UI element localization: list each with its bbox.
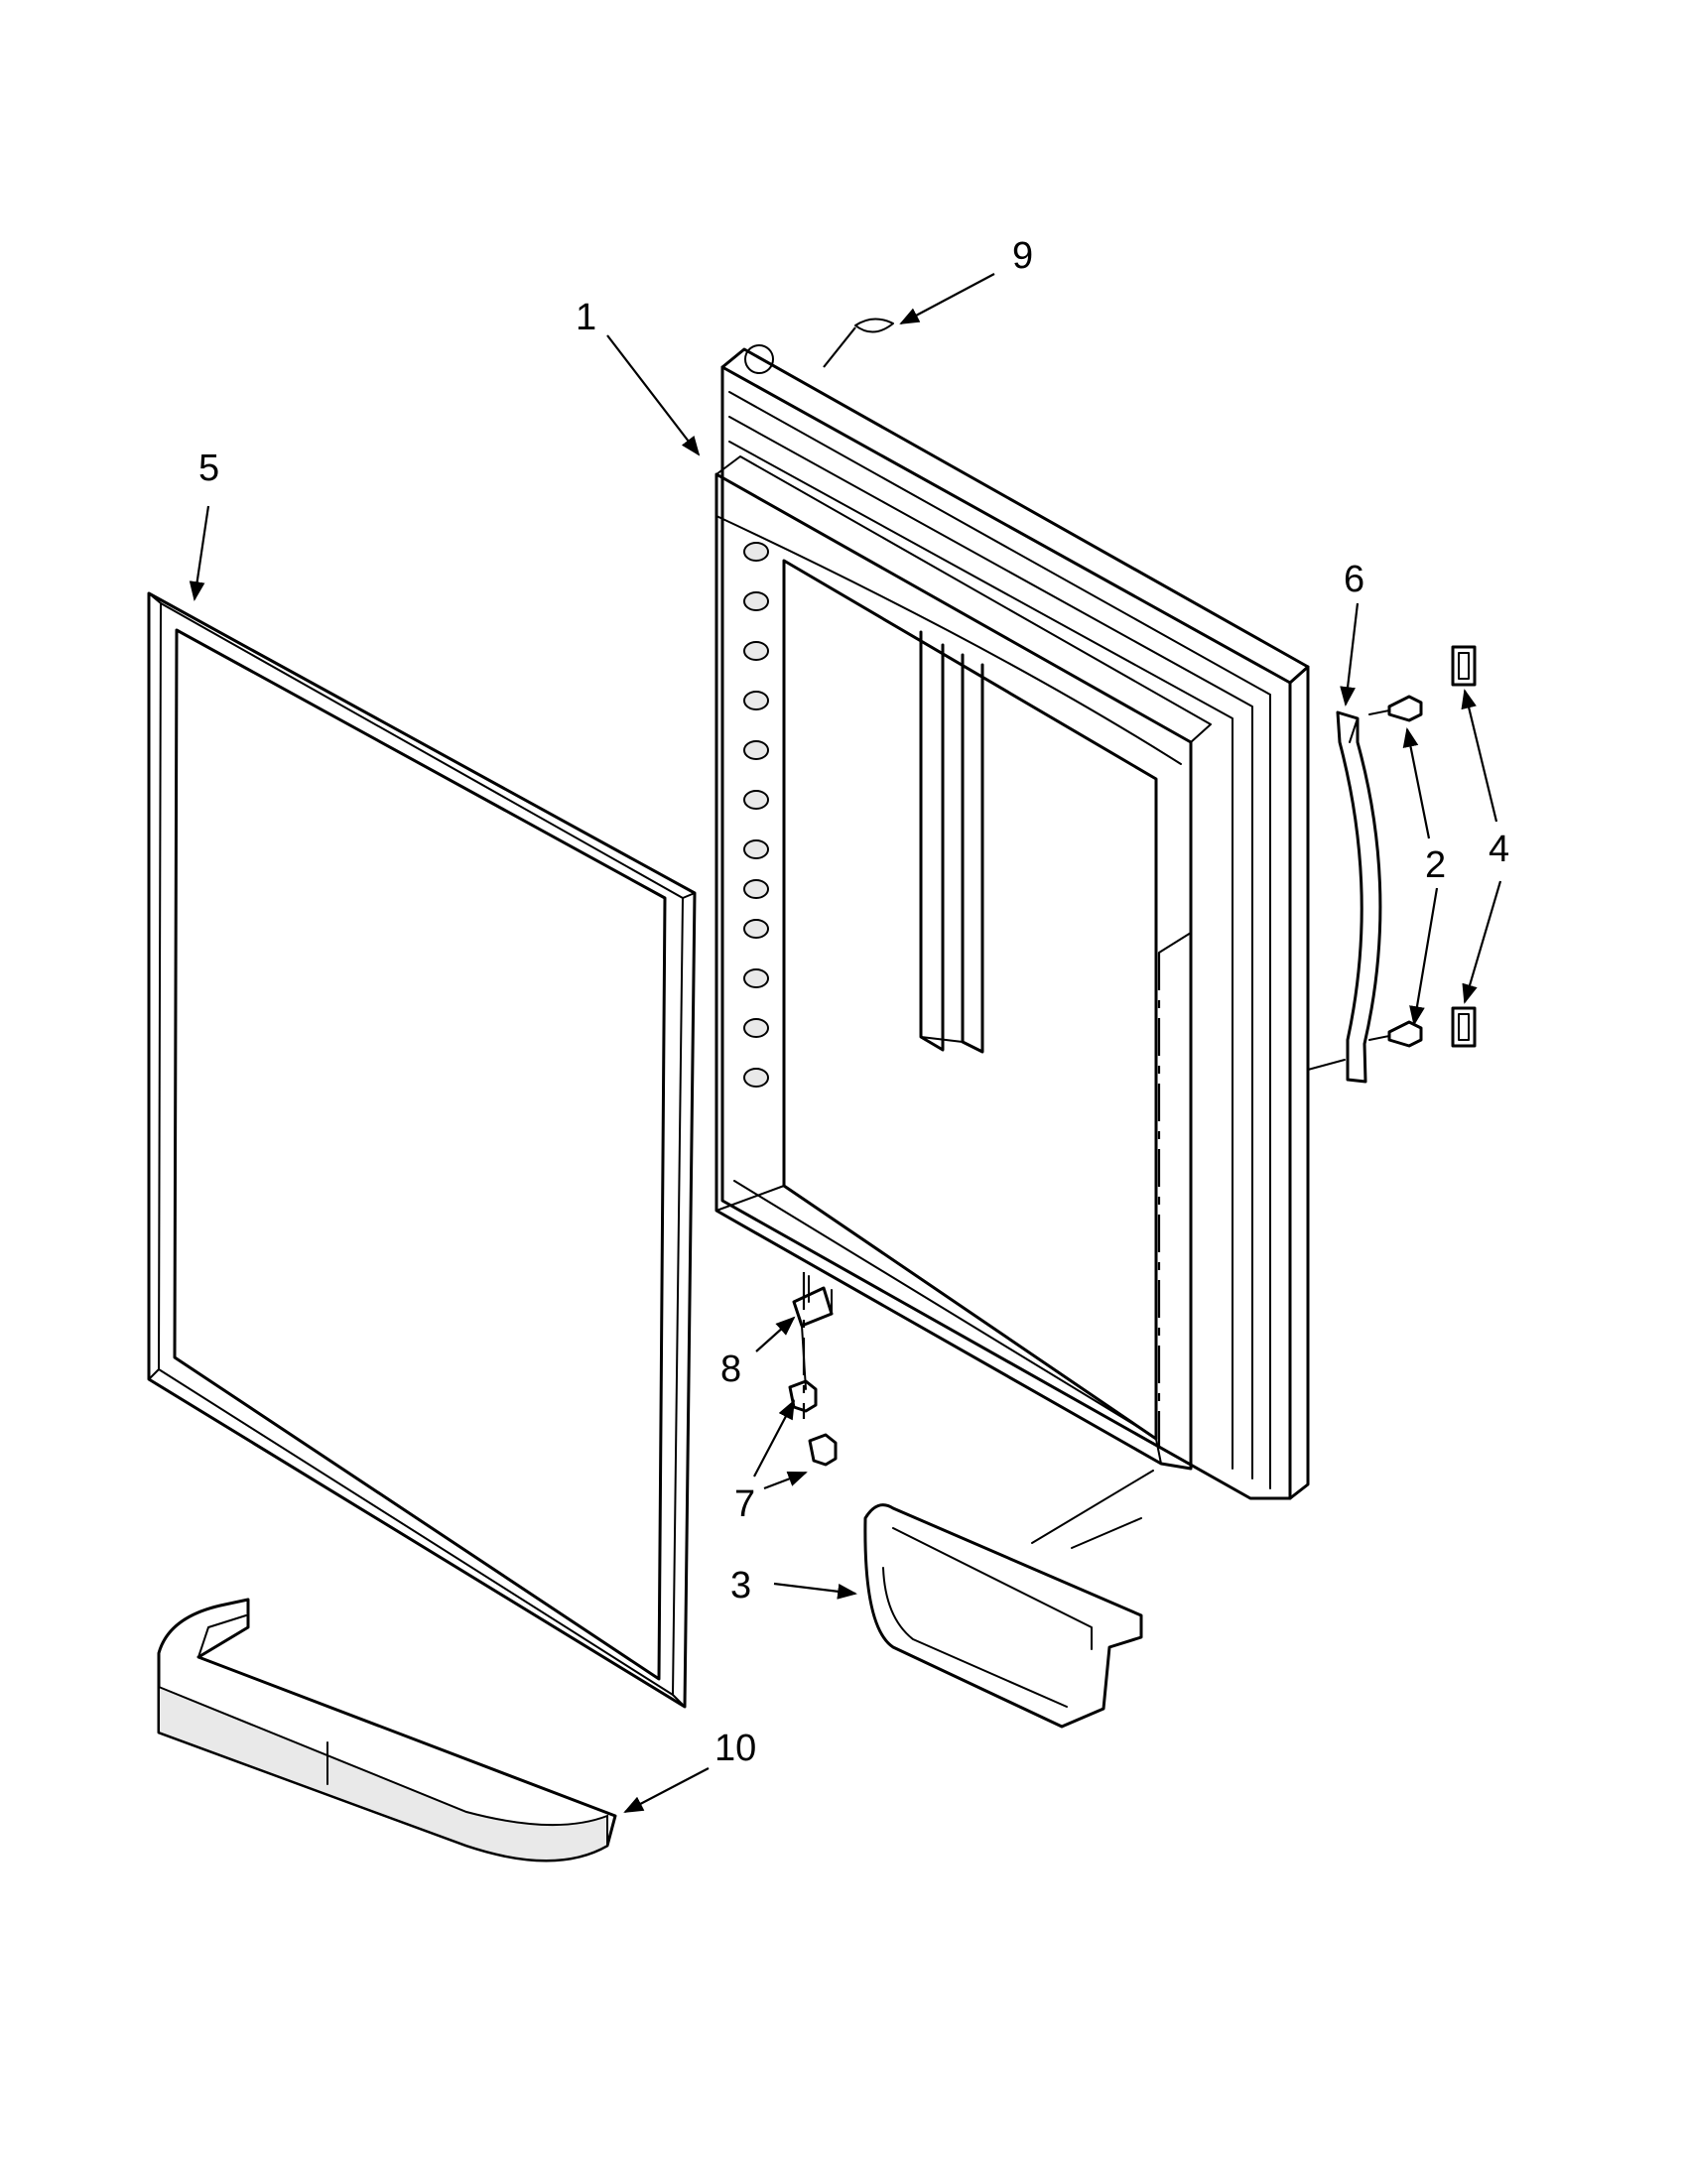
shelf-pegs [743, 542, 769, 1088]
door-handle [1307, 710, 1382, 1084]
bracket [792, 1275, 834, 1390]
callout-2: 2 [1425, 844, 1446, 886]
leader-6 [1340, 602, 1360, 707]
door-bin [863, 1503, 1143, 1729]
callout-7: 7 [734, 1483, 755, 1525]
end-cap-bottom [1451, 1006, 1477, 1048]
leader-7b [763, 1471, 808, 1490]
leader-7a [753, 1399, 795, 1477]
callout-10: 10 [714, 1728, 756, 1769]
leader-1 [606, 334, 701, 456]
leader-8 [755, 1316, 796, 1352]
callout-6: 6 [1344, 559, 1364, 600]
leader-4a [1461, 689, 1498, 823]
leader-2b [1409, 887, 1439, 1026]
door-gasket [147, 591, 697, 1709]
leader-4b [1462, 880, 1502, 1004]
leader-9 [899, 273, 995, 324]
shelf-rail [157, 1598, 617, 1863]
leader-10 [623, 1767, 710, 1813]
door-assembly [714, 344, 1310, 1500]
callout-9: 9 [1012, 235, 1033, 277]
callout-1: 1 [576, 297, 596, 338]
callout-8: 8 [720, 1349, 741, 1390]
leader-2a [1402, 727, 1431, 839]
leader-5 [189, 505, 210, 601]
construction-line-bin [1031, 1470, 1154, 1544]
leader-3 [773, 1582, 857, 1600]
hinge-plug [823, 318, 894, 368]
bracket-screw-bottom [808, 1433, 838, 1467]
handle-screw-top [1368, 695, 1423, 722]
handle-screw-bottom [1368, 1020, 1423, 1048]
end-cap-top [1451, 645, 1477, 687]
callout-5: 5 [198, 448, 219, 489]
callout-3: 3 [730, 1565, 751, 1606]
construction-line-short [1158, 932, 1192, 954]
callout-4: 4 [1489, 829, 1509, 870]
